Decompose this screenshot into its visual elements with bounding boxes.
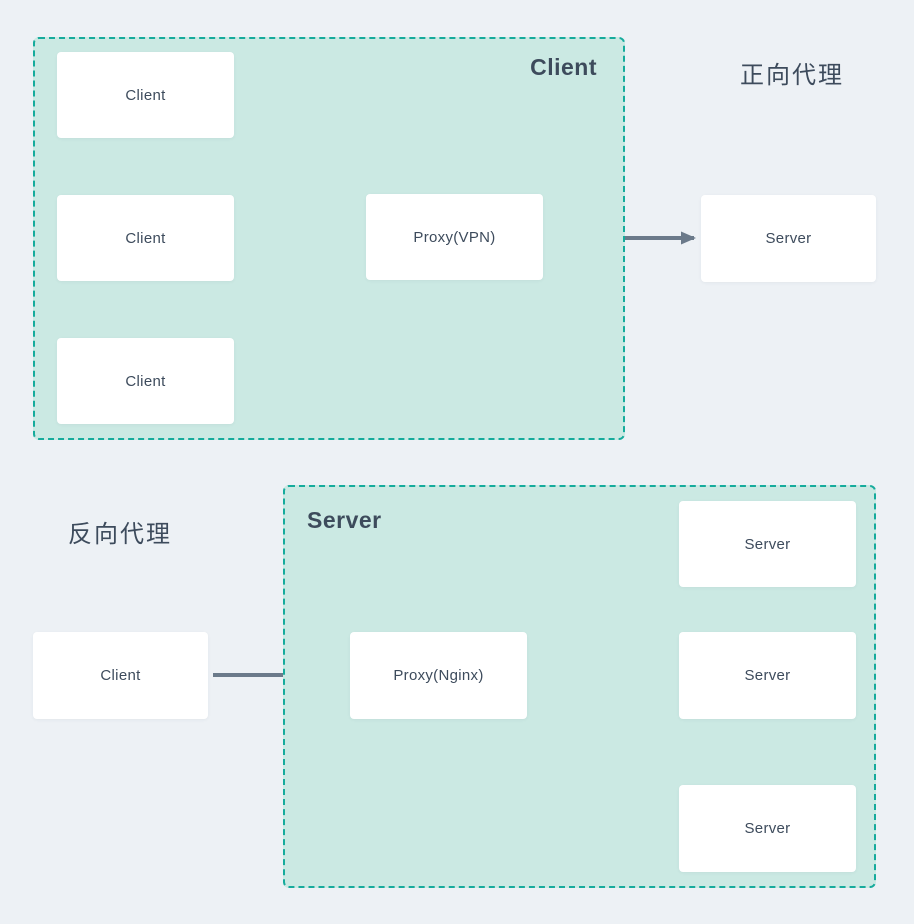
reverse-server-label-3: Server — [744, 820, 791, 837]
forward-zone-label: Client — [530, 54, 597, 80]
reverse-proxy-title: 反向代理 — [68, 521, 172, 548]
forward-server-node: Server — [701, 195, 876, 282]
reverse-server-node-1: Server — [679, 501, 856, 587]
forward-client-label-2: Client — [125, 229, 166, 247]
reverse-server-node-3: Server — [679, 785, 856, 872]
reverse-server-label-1: Server — [744, 535, 791, 553]
forward-client-label-3: Client — [125, 372, 166, 390]
reverse-client-node: Client — [33, 632, 208, 719]
reverse-server-node-2: Server — [679, 632, 856, 719]
forward-client-node-3: Client — [57, 338, 234, 424]
reverse-proxy-nginx-node: Proxy(Nginx) — [350, 632, 527, 719]
forward-proxy-vpn-node: Proxy(VPN) — [366, 194, 543, 280]
reverse-proxy-nginx-label: Proxy(Nginx) — [393, 667, 484, 684]
forward-client-node-2: Client — [57, 195, 234, 281]
reverse-client-label: Client — [100, 667, 141, 684]
reverse-zone-label: Server — [307, 507, 382, 533]
forward-client-label-1: Client — [125, 86, 166, 104]
forward-proxy-vpn-label: Proxy(VPN) — [413, 228, 496, 246]
reverse-server-label-2: Server — [744, 667, 791, 684]
forward-server-label: Server — [765, 230, 812, 247]
forward-proxy-title: 正向代理 — [740, 62, 844, 89]
forward-client-node-1: Client — [57, 52, 234, 138]
